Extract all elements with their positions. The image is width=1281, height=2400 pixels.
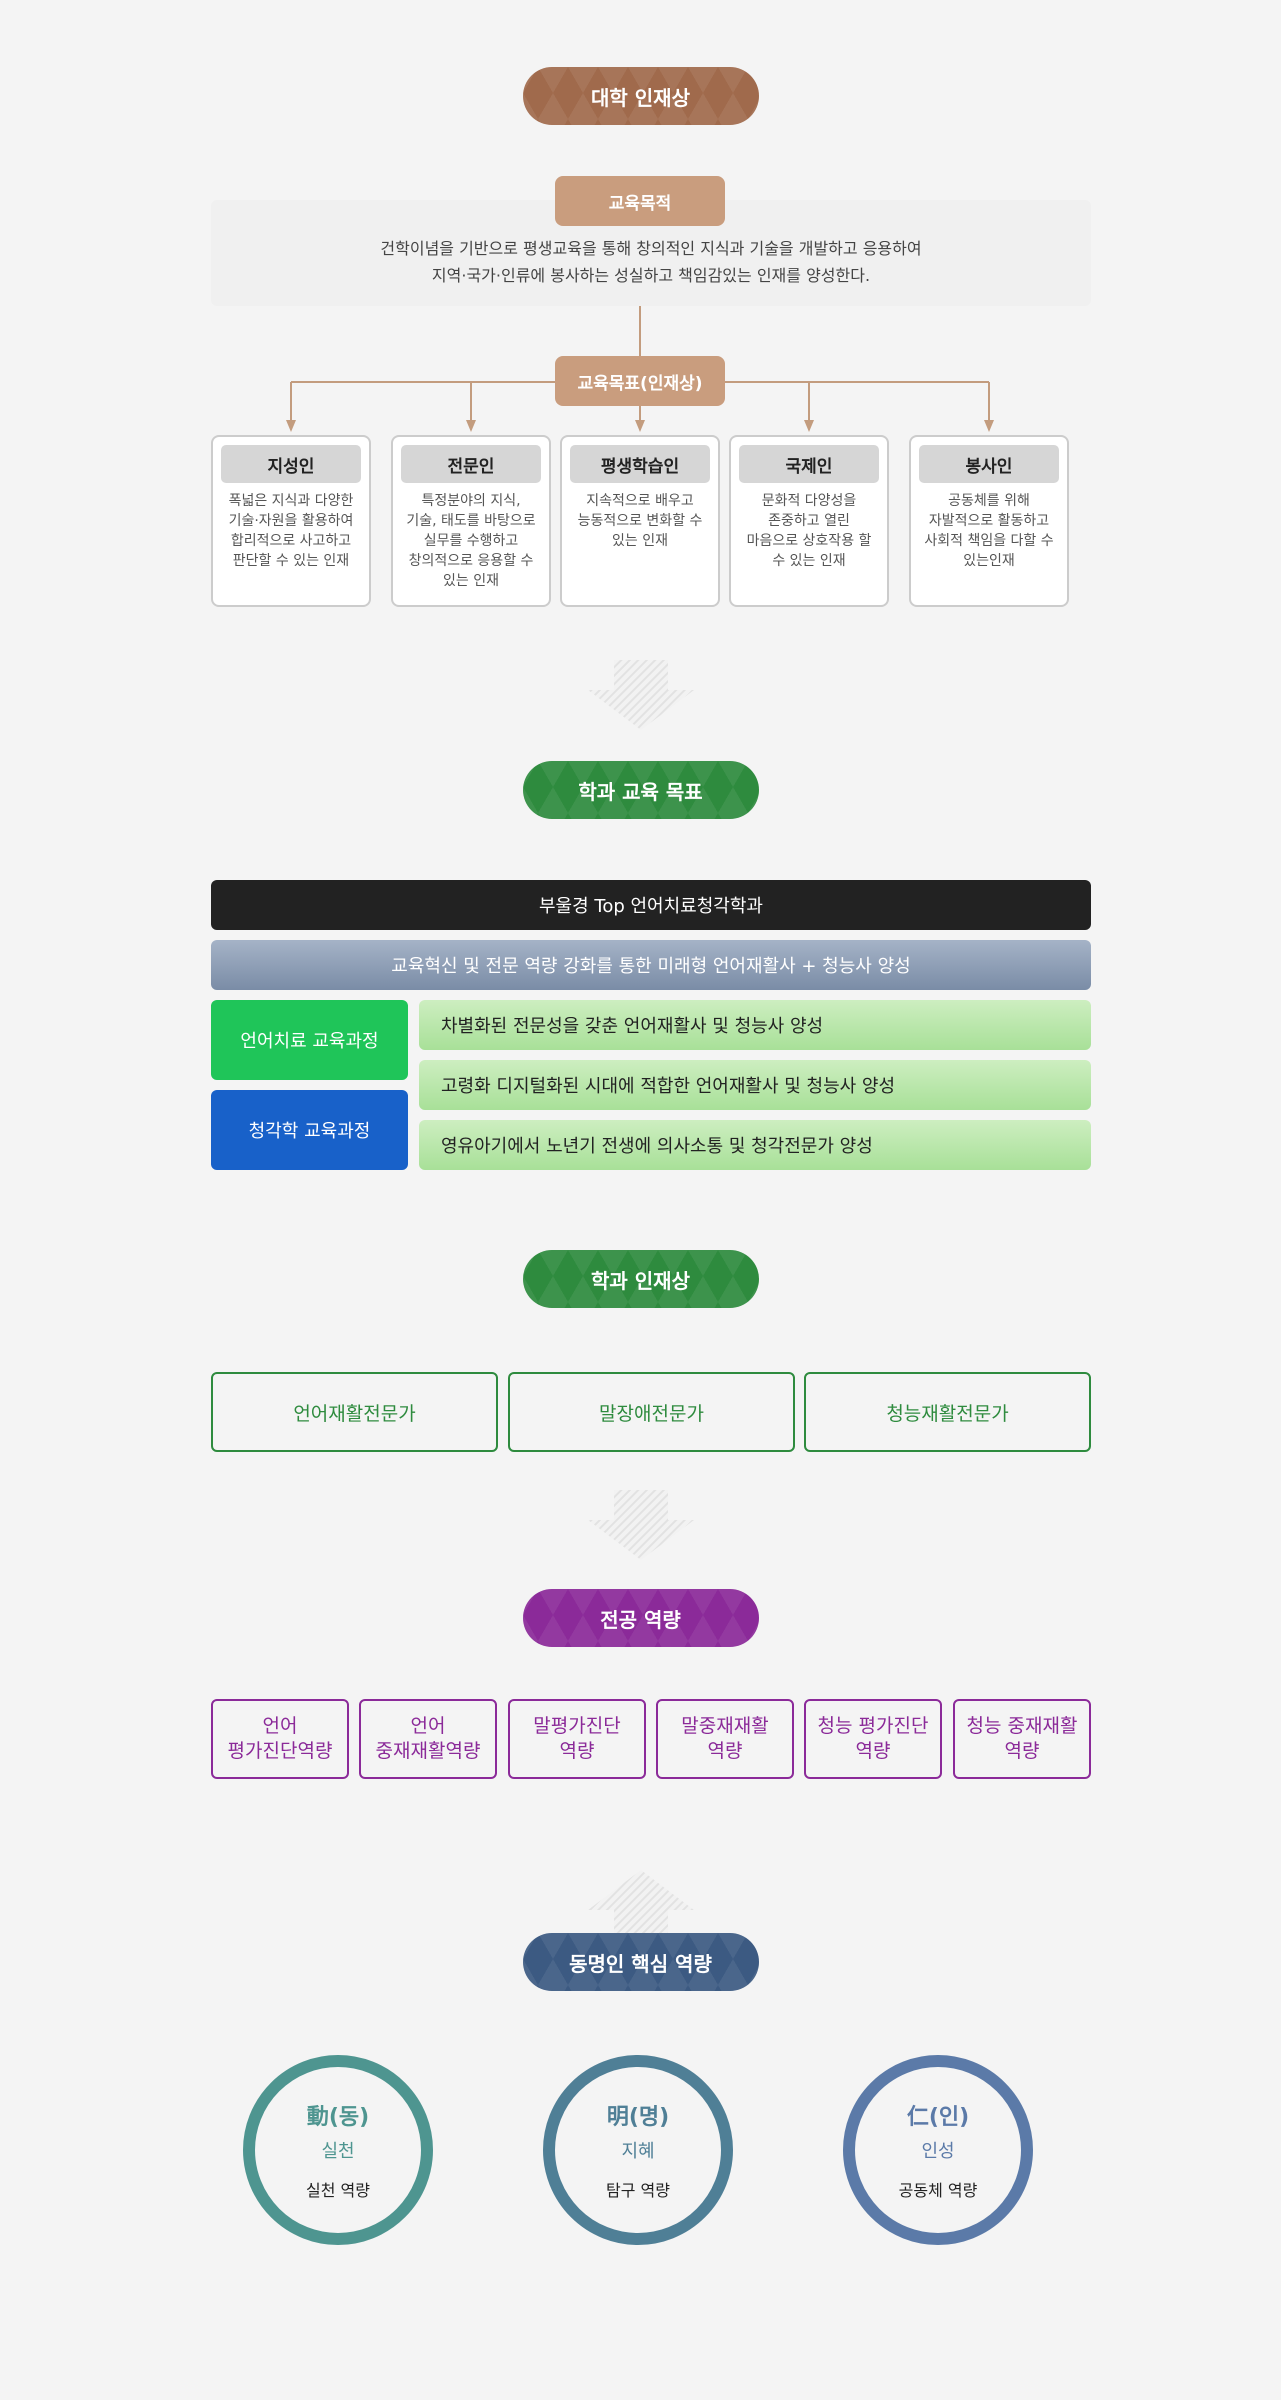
core-title-pill: 동명인 핵심 역량 [522,1933,759,1991]
talent-card-title: 국제인 [739,445,879,483]
dept-goal-section: 부울경 Top 언어치료청각학과 교육혁신 및 전문 역량 강화를 통한 미래형… [141,790,1139,1220]
core-hanja: 明(명) [606,2105,670,2130]
dept-goal-item: 차별화된 전문성을 갖춘 언어재활사 및 청능사 양성 [419,1000,1091,1050]
talent-card-title: 평생학습인 [570,445,710,483]
purpose-line: 건학이념을 기반으로 평생교육을 통해 창의적인 지식과 기술을 개발하고 응용… [380,239,922,258]
dept-talent-title-pill: 학과 인재상 [522,1250,759,1308]
course-speech: 언어치료 교육과정 [211,1000,408,1080]
dept-goal-item: 고령화 디지털화된 시대에 적합한 언어재활사 및 청능사 양성 [419,1060,1091,1110]
core-hanja: 仁(인) [906,2105,970,2130]
core-label: 공동체 역량 [898,2181,978,2200]
core-word: 지혜 [621,2141,655,2162]
down-arrow-icon [586,660,696,730]
talent-card-title: 봉사인 [919,445,1059,483]
purpose-label: 교육목적 [555,176,725,226]
core-word: 인성 [921,2141,955,2162]
major-title-pill: 전공 역량 [522,1589,759,1647]
core-word: 실천 [321,2141,355,2162]
dept-mission-bar: 교육혁신 및 전문 역량 강화를 통한 미래형 언어재활사 + 청능사 양성 [211,940,1091,990]
goals-label: 교육목표(인재상) [555,356,725,406]
core-label: 실천 역량 [306,2181,370,2200]
dept-talent-item: 말장애전문가 [508,1372,795,1452]
core-competency-circle: 明(명) 지혜 탐구 역량 [543,2055,733,2245]
course-hearing: 청각학 교육과정 [211,1090,408,1170]
core-label: 탐구 역량 [606,2181,670,2200]
dept-goal-item: 영유아기에서 노년기 전생에 의사소통 및 청각전문가 양성 [419,1120,1091,1170]
down-arrow-icon [586,1490,696,1560]
dept-goal-title-pill: 학과 교육 목표 [522,761,759,819]
core-competency-circle: 動(동) 실천 실천 역량 [243,2055,433,2245]
up-arrow-icon [586,1870,696,1940]
purpose-line: 지역·국가·인류에 봉사하는 성실하고 책임감있는 인재를 양성한다. [431,266,871,285]
core-competency-circle: 仁(인) 인성 공동체 역량 [843,2055,1033,2245]
university-section: 교육목적 건학이념을 기반으로 평생교육을 통해 창의적인 지식과 기술을 개발… [141,90,1139,670]
dept-talent-item: 언어재활전문가 [211,1372,498,1452]
talent-card-title: 전문인 [401,445,541,483]
university-title-pill: 대학 인재상 [522,67,759,125]
talent-card-title: 지성인 [221,445,361,483]
core-hanja: 動(동) [306,2105,370,2130]
dept-talent-section: 언어재활전문가 말장애전문가 청능재활전문가 [141,1278,1139,1498]
core-section: 動(동) 실천 실천 역량 明(명) 지혜 탐구 역량 仁(인) 인성 공동체 … [141,1955,1139,2305]
dept-talent-item: 청능재활전문가 [804,1372,1091,1452]
dept-vision-bar: 부울경 Top 언어치료청각학과 [211,880,1091,930]
